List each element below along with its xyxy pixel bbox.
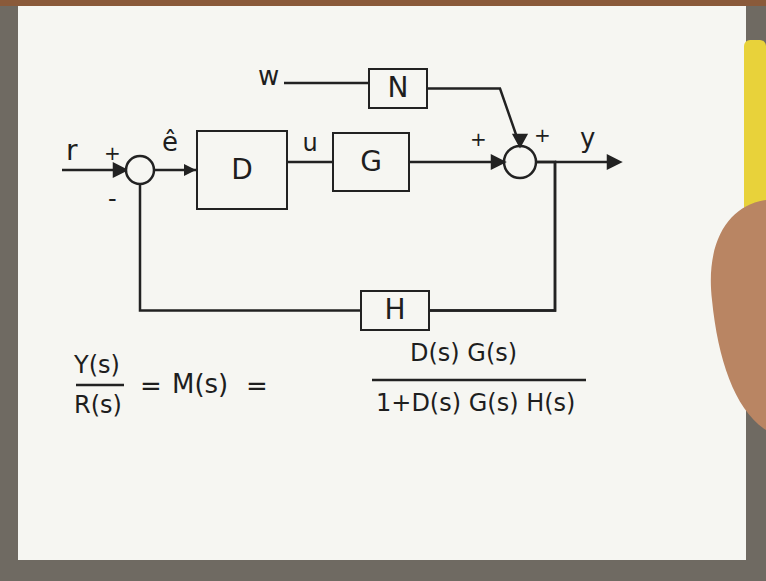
equation-term: = <box>140 372 162 401</box>
paper-background <box>18 6 746 560</box>
fraction-bar <box>76 384 124 387</box>
equation-term: = <box>246 372 268 401</box>
equation-term: R(s) <box>74 392 122 418</box>
summing-junction <box>504 146 536 178</box>
sign: + <box>470 128 487 150</box>
feedback-block: H <box>360 290 430 331</box>
equation-term: Y(s) <box>74 352 120 378</box>
block-letter: G <box>360 147 382 178</box>
signal-name: u <box>302 130 317 156</box>
signal-name: ê <box>162 128 178 157</box>
signal-name: y <box>580 124 595 153</box>
block-letter: D <box>231 155 253 186</box>
hand <box>711 200 766 430</box>
signal-wire <box>288 162 332 163</box>
summing-junction <box>126 156 154 184</box>
equation-term: M(s) <box>172 370 228 399</box>
noise-block: N <box>368 68 428 109</box>
block-letter: H <box>384 295 405 326</box>
signal-wire <box>140 164 360 311</box>
arrow-head <box>114 164 126 176</box>
fraction-bar <box>372 379 586 382</box>
sign: - <box>108 186 117 212</box>
signal-wire <box>428 89 555 311</box>
arrow-head <box>492 156 504 168</box>
sign: + <box>104 142 121 164</box>
signal-wire <box>410 162 555 311</box>
sign: + <box>534 124 551 146</box>
top-strip <box>0 0 766 6</box>
arrow-head <box>514 135 526 146</box>
equation-term: D(s) G(s) <box>410 340 517 366</box>
equation-term: 1+D(s) G(s) H(s) <box>376 390 575 416</box>
controller-block: D <box>196 130 288 210</box>
plant-block: G <box>332 132 410 192</box>
signal-name: r <box>66 136 78 167</box>
arrow-head <box>608 156 620 168</box>
block-letter: N <box>388 73 409 104</box>
signal-name: w <box>258 62 279 91</box>
disturbance-wire <box>284 82 368 85</box>
